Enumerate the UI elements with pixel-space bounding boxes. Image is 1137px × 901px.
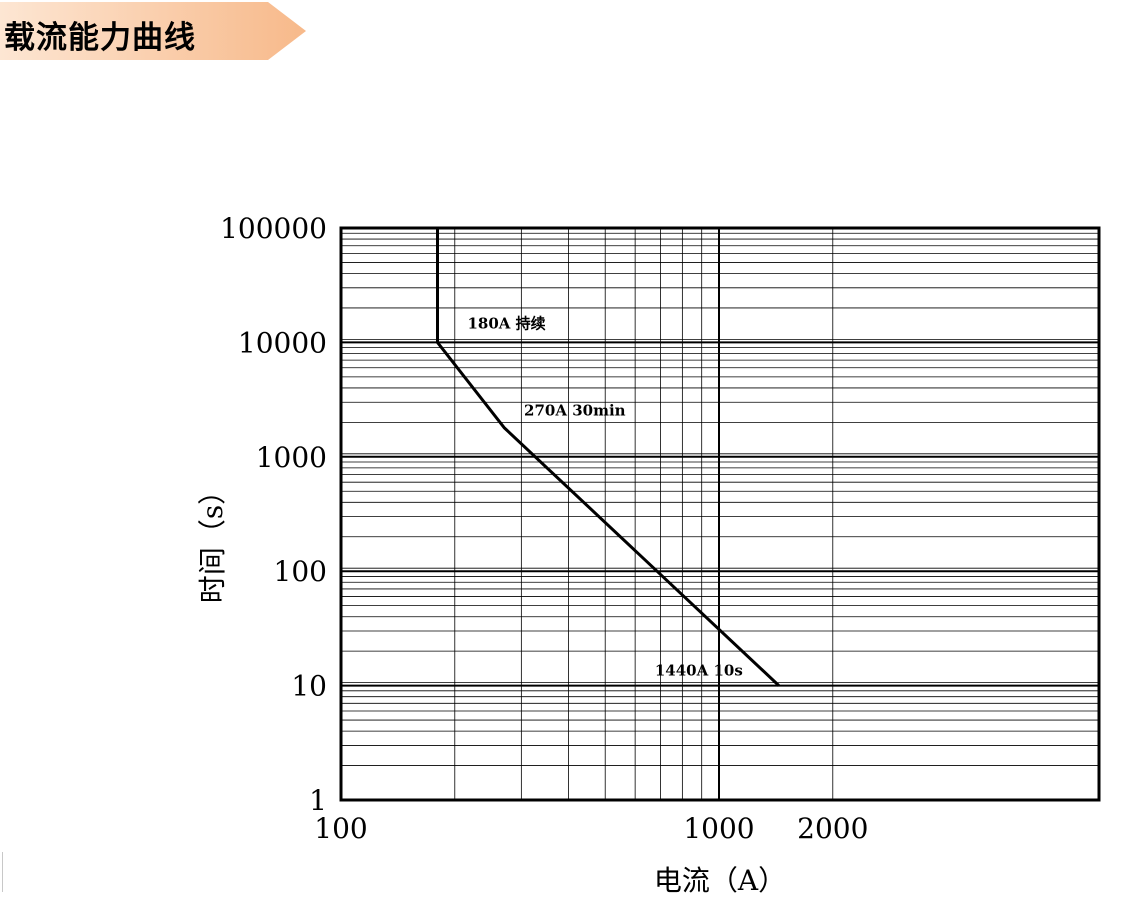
x-tick-labels: 100 1000 2000 <box>314 812 868 845</box>
series-layer <box>436 228 780 687</box>
grid-major <box>341 228 1099 800</box>
x-tick-label: 2000 <box>797 812 868 845</box>
annotation-label: 180A 持续 <box>467 314 545 332</box>
x-axis-label: 电流（A） <box>654 864 786 897</box>
plot-frame <box>339 226 1101 802</box>
y-tick-label: 10 <box>291 670 327 703</box>
annotation-layer: 180A 持续 270A 30min 1440A 10s <box>467 314 742 679</box>
banner-arrow-shape <box>0 2 306 60</box>
x-tick-label: 1000 <box>683 812 754 845</box>
page-title: 载流能力曲线 <box>4 20 196 56</box>
y-tick-label: 100000 <box>220 212 327 245</box>
y-tick-label: 1 <box>309 784 327 817</box>
y-tick-label: 100 <box>274 555 327 588</box>
series-line-0 <box>436 228 780 687</box>
left-edge-rule <box>2 852 3 892</box>
annotation-label: 1440A 10s <box>655 662 743 680</box>
y-tick-label: 1000 <box>256 441 327 474</box>
annotation-label: 270A 30min <box>524 402 626 420</box>
y-tick-labels: 1 10 100 1000 10000 100000 <box>220 212 327 817</box>
y-axis-label: 时间（s） <box>196 477 229 603</box>
x-tick-label: 100 <box>314 812 367 845</box>
title-banner: 载流能力曲线 <box>0 2 310 60</box>
y-tick-label: 10000 <box>238 326 327 359</box>
